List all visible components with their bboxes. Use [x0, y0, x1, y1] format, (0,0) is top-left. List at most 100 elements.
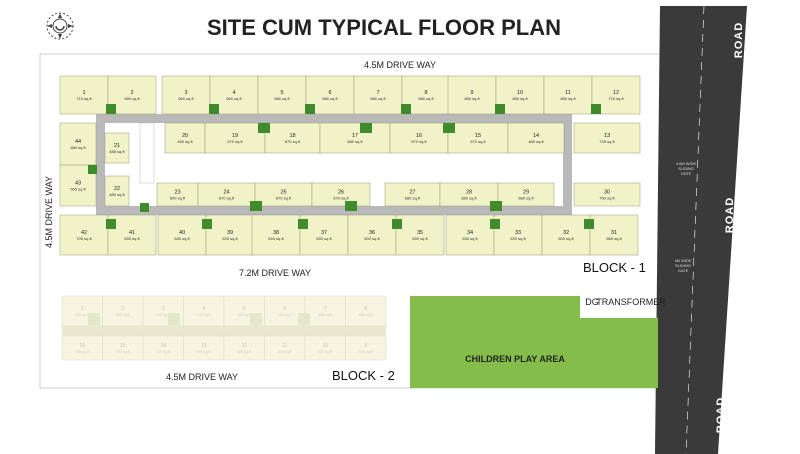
- block-1-top-accent-6: [591, 104, 601, 114]
- block-2-unit-2-shape: [102, 295, 144, 327]
- block-1-unit-35-shape: [395, 214, 445, 256]
- block-1-unit-30-number: 30: [604, 190, 610, 196]
- block-1-unit-7-shape: [353, 75, 403, 115]
- block-1-unit-11-area: 680 sq.ft: [560, 96, 576, 101]
- transformer-label: TRANSFORMER: [596, 297, 666, 307]
- block-1-unit-16-number: 16: [416, 133, 422, 139]
- block-1-bottom-corridor: [96, 206, 572, 215]
- block-1-unit-29-number: 29: [523, 190, 529, 196]
- block-1-unit-40-area: 630 sq.ft: [174, 236, 190, 241]
- block-1-unit-30-shape: [573, 182, 641, 207]
- block-1-row2-accent-3: [443, 123, 455, 133]
- block-2-unit-12-area: 605 sq.ft: [238, 350, 251, 354]
- block-1-right-corridor: [563, 114, 572, 215]
- block-2-unit-15-number: 15: [120, 343, 126, 349]
- block-1-unit-28-area: 680 sq.ft: [461, 196, 477, 201]
- road-label-top: ROAD: [733, 22, 745, 58]
- block-2-unit-4-number: 4: [202, 306, 205, 312]
- gate-2-line-1: 4M WIDE: [674, 258, 691, 263]
- block-1-courtyard: [139, 122, 155, 184]
- block-1-unit-3-area: 660 sq.ft: [178, 96, 194, 101]
- block-1-unit-15-area: 670 sq.ft: [470, 139, 486, 144]
- block-1-unit-37-number: 37: [321, 230, 327, 236]
- gate-1-line-2: SLIDING: [678, 166, 694, 171]
- block-1-unit-13-number: 13: [604, 133, 610, 139]
- block-1-unit-44-shape: [59, 122, 97, 166]
- block-1-unit-20-area: 450 sq.ft: [177, 139, 193, 144]
- block-2-unit-15-shape: [102, 335, 144, 361]
- block-1-unit-37-area: 630 sq.ft: [316, 236, 332, 241]
- block-1-unit-18-shape: [264, 122, 321, 154]
- block-1-unit-27-area: 680 sq.ft: [405, 196, 421, 201]
- block-1-unit-6-number: 6: [328, 90, 331, 96]
- plan-title: SITE CUM TYPICAL FLOOR PLAN: [207, 15, 561, 40]
- block-1-top-accent-1: [106, 104, 116, 114]
- block-1-bottom-accent-1: [106, 219, 116, 229]
- block-2-accent-2: [168, 313, 180, 325]
- block-2-unit-2-number: 2: [121, 306, 124, 312]
- block-1-unit-40-shape: [157, 214, 207, 256]
- block-2-unit-5-number: 5: [243, 306, 246, 312]
- block-2-unit-9-number: 9: [364, 343, 367, 349]
- block-1-unit-34-shape: [445, 214, 495, 256]
- block-1-unit-19-area: 670 sq.ft: [227, 139, 243, 144]
- block-2-unit-15-area: 600 sq.ft: [116, 350, 129, 354]
- block-2-unit-4-shape: [183, 295, 225, 327]
- gate-2-line-2: SLIDING: [675, 263, 691, 268]
- block-2-unit-12-number: 12: [241, 343, 247, 349]
- block-1-unit-10-number: 10: [517, 90, 523, 96]
- block-1-left-corridor: [96, 114, 105, 215]
- children-play-area: [410, 296, 658, 388]
- block-1-unit-38-shape: [251, 214, 301, 256]
- block-1-unit-21-number: 21: [114, 143, 120, 149]
- block-1-top-accent-3: [305, 104, 315, 114]
- block-1-unit-22-shape: [104, 175, 130, 207]
- block-1-unit-23-number: 23: [174, 190, 180, 196]
- block-1-unit-43-area: 505 sq.ft: [70, 187, 86, 192]
- block-2-unit-14-shape: [142, 335, 184, 361]
- block-1-unit-26-area: 670 sq.ft: [333, 196, 349, 201]
- block-1-unit-39-area: 633 sq.ft: [222, 236, 238, 241]
- block-1-unit-35-number: 35: [417, 230, 423, 236]
- block-1-unit-17-area: 680 sq.ft: [347, 139, 363, 144]
- block-1-unit-25-area: 670 sq.ft: [276, 196, 292, 201]
- block-1-unit-7-area: 680 sq.ft: [370, 96, 386, 101]
- block-1-unit-14-number: 14: [533, 133, 539, 139]
- block-1-unit-40-number: 40: [179, 230, 185, 236]
- block-1-top-accent-2: [209, 104, 219, 114]
- block-1-unit-15-number: 15: [475, 133, 481, 139]
- block-1-unit-17-number: 17: [352, 133, 358, 139]
- block-1-unit-23-area: 500 sq.ft: [170, 196, 186, 201]
- block-2-accent-4: [298, 313, 310, 325]
- block-2-unit-7-area: 605 sq.ft: [319, 313, 332, 317]
- block-1-unit-4-area: 660 sq.ft: [226, 96, 242, 101]
- block-2-unit-13-number: 13: [201, 343, 207, 349]
- block-1-unit-6-area: 680 sq.ft: [322, 96, 338, 101]
- block-1-unit-26-shape: [311, 182, 371, 207]
- block-2-unit-10-number: 10: [322, 343, 328, 349]
- block-1-unit-1-area: 710 sq.ft: [76, 96, 92, 101]
- play-area-label: CHILDREN PLAY AREA: [465, 354, 565, 364]
- block-1-unit-6-shape: [305, 75, 355, 115]
- block-1-unit-36-shape: [347, 214, 397, 256]
- block-1-left-accent-1: [88, 165, 97, 174]
